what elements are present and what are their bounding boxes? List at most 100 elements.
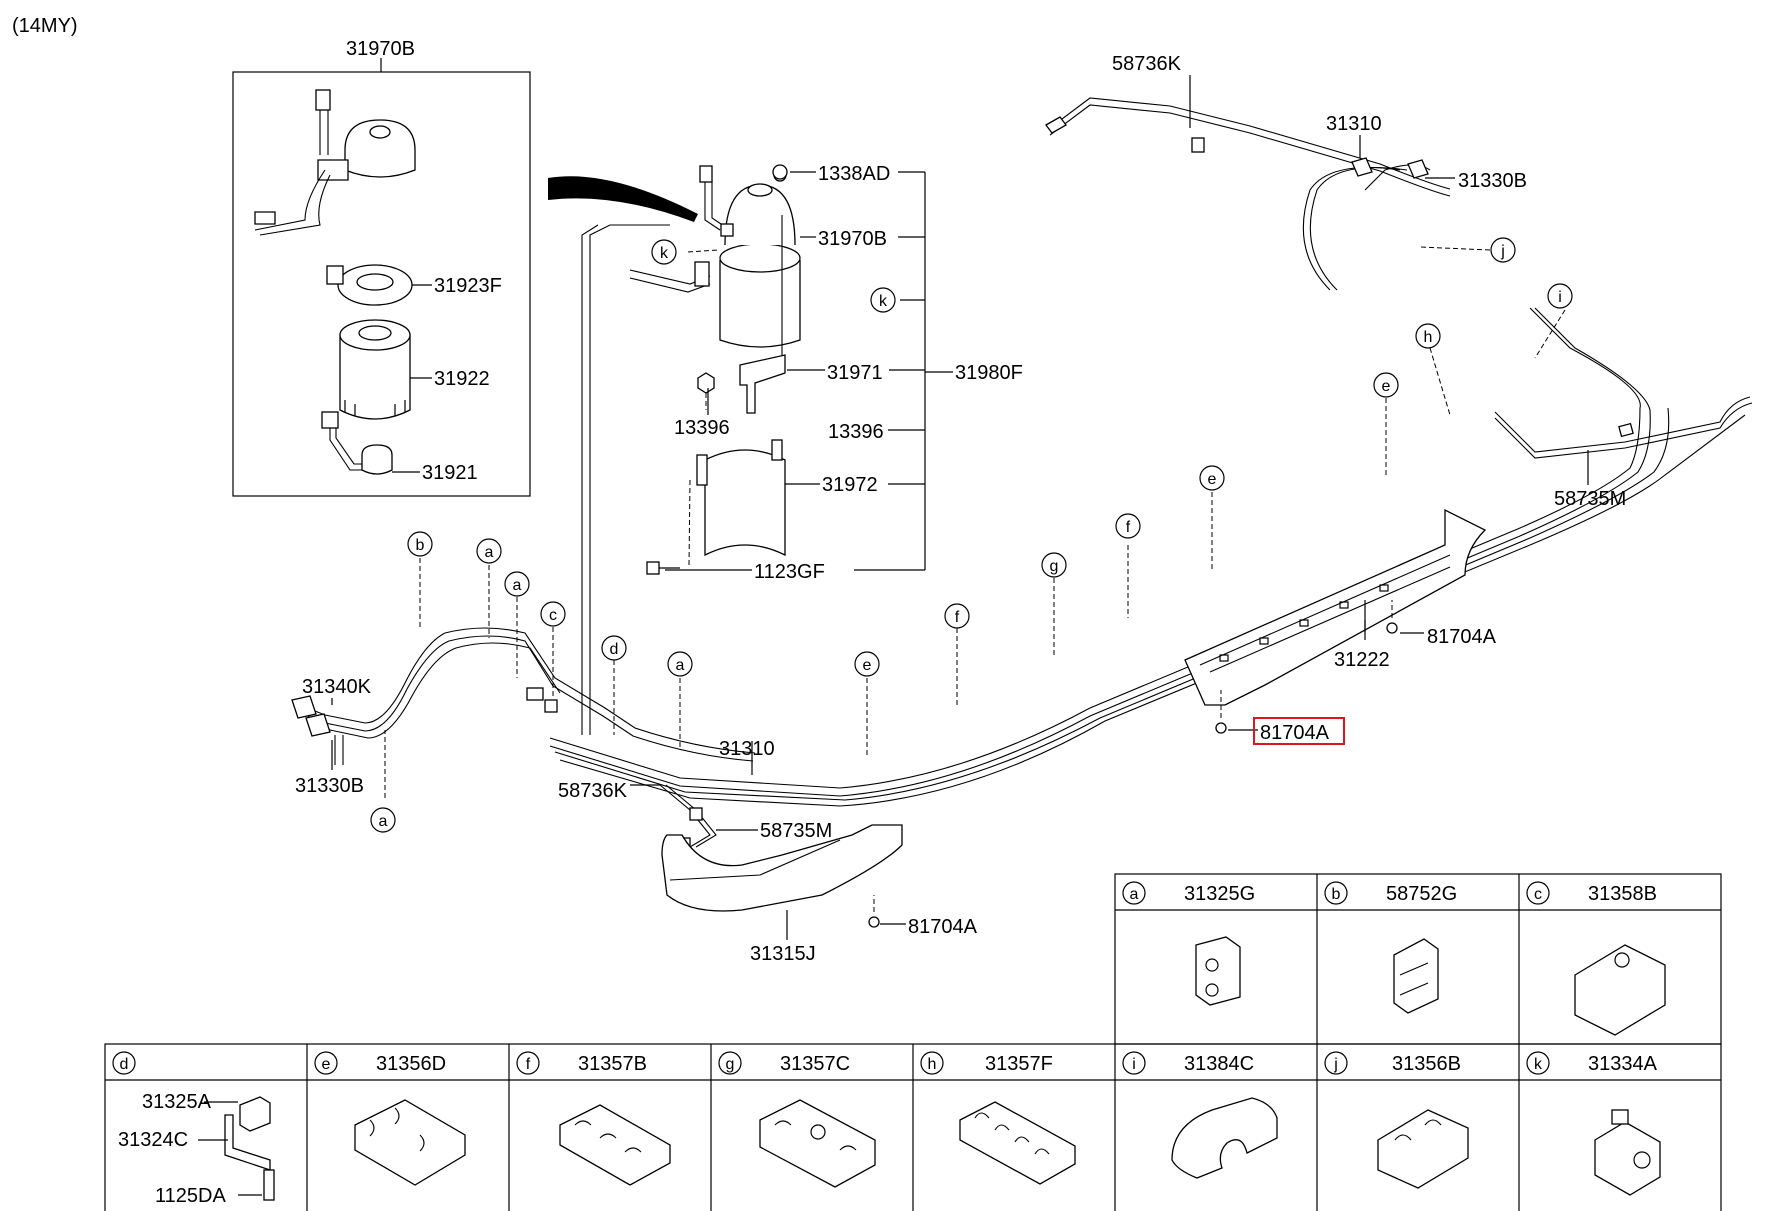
legend-cell-h[interactable]: h 31357F bbox=[920, 1051, 1076, 1185]
part-label[interactable]: 31923F bbox=[434, 275, 502, 297]
callout-f[interactable]: f bbox=[944, 603, 970, 629]
svg-text:g: g bbox=[726, 1056, 735, 1073]
callout-h[interactable]: h bbox=[1415, 323, 1441, 349]
legend-cell-g[interactable]: g 31357C bbox=[718, 1051, 876, 1188]
part-label[interactable]: 31970B bbox=[818, 228, 887, 250]
filter-bracket-part[interactable] bbox=[739, 215, 786, 414]
svg-text:k: k bbox=[660, 245, 669, 262]
part-label[interactable]: 58735M bbox=[760, 820, 832, 842]
callout-j[interactable]: j bbox=[1490, 237, 1516, 263]
legend-cell-j[interactable]: j 31356B bbox=[1324, 1051, 1469, 1189]
part-label[interactable]: 31222 bbox=[1334, 649, 1390, 671]
legend-part-number: 31357C bbox=[780, 1053, 850, 1075]
callout-d[interactable]: d bbox=[601, 635, 627, 661]
legend-part-number: 31357B bbox=[578, 1053, 647, 1075]
callout-k[interactable]: k bbox=[870, 287, 896, 313]
callout-k[interactable]: k bbox=[651, 239, 677, 265]
svg-text:c: c bbox=[1534, 886, 1542, 903]
fuel-line-assembly[interactable] bbox=[291, 97, 1753, 849]
part-label[interactable]: 31970B bbox=[346, 38, 415, 60]
part-label[interactable]: 31340K bbox=[302, 676, 372, 698]
callout-b[interactable]: b bbox=[407, 531, 433, 557]
legend-cell-f[interactable]: f 31357B bbox=[516, 1051, 671, 1186]
part-label[interactable]: 1123GF bbox=[754, 561, 825, 583]
filter-assembly-inset bbox=[232, 58, 531, 497]
part-label[interactable]: 31972 bbox=[822, 474, 878, 496]
part-label[interactable]: 31315J bbox=[750, 943, 816, 965]
nut-part[interactable] bbox=[697, 164, 788, 394]
svg-text:i: i bbox=[1132, 1056, 1136, 1073]
part-label[interactable]: 58736K bbox=[558, 780, 628, 802]
assembly-arrow-icon bbox=[548, 176, 698, 222]
legend-part-number: 58752G bbox=[1386, 883, 1457, 905]
svg-text:f: f bbox=[955, 609, 960, 626]
legend-cell-e[interactable]: e 31356D bbox=[314, 1051, 466, 1186]
svg-text:k: k bbox=[879, 293, 888, 310]
filter-head-part[interactable] bbox=[254, 89, 416, 236]
svg-text:c: c bbox=[549, 607, 557, 624]
part-label[interactable]: 1338AD bbox=[818, 163, 890, 185]
svg-text:d: d bbox=[120, 1056, 129, 1073]
svg-text:b: b bbox=[416, 537, 425, 554]
part-label[interactable]: 81704A bbox=[908, 916, 978, 938]
highlight-box bbox=[1253, 717, 1345, 745]
fuel-filter-mounted-part[interactable] bbox=[629, 165, 801, 348]
part-label[interactable]: 31921 bbox=[422, 462, 478, 484]
legend-cell-a[interactable]: a 31325G bbox=[1122, 881, 1255, 1006]
svg-text:e: e bbox=[1208, 471, 1217, 488]
svg-text:a: a bbox=[379, 813, 388, 830]
part-label[interactable]: 31310 bbox=[1326, 113, 1382, 135]
part-label[interactable]: 13396 bbox=[828, 421, 884, 443]
legend-cell-k[interactable]: k 31334A bbox=[1526, 1051, 1661, 1196]
callout-e[interactable]: e bbox=[1373, 372, 1399, 398]
part-label[interactable]: 31330B bbox=[295, 775, 364, 797]
legend-table-bottom bbox=[104, 1043, 1722, 1211]
legend-subpart-label: 1125DA bbox=[155, 1185, 226, 1207]
part-label[interactable]: 31971 bbox=[827, 362, 883, 384]
bolt-part[interactable] bbox=[646, 561, 680, 575]
svg-text:g: g bbox=[1050, 558, 1059, 575]
svg-text:i: i bbox=[1558, 289, 1562, 306]
legend-cell-c[interactable]: c 31358B bbox=[1526, 881, 1666, 1036]
part-label[interactable]: 31980F bbox=[955, 362, 1023, 384]
callout-leaders bbox=[384, 246, 1566, 798]
svg-text:e: e bbox=[863, 657, 872, 674]
legend-subpart-label: 31325A bbox=[142, 1091, 212, 1113]
svg-text:b: b bbox=[1332, 886, 1341, 903]
filter-gasket-part[interactable] bbox=[326, 264, 413, 306]
svg-text:h: h bbox=[1424, 329, 1433, 346]
legend-part-number: 31357F bbox=[985, 1053, 1053, 1075]
legend-cell-d[interactable]: d 31325A 31324C 1125DA bbox=[112, 1051, 275, 1207]
heat-protector-31315j-part[interactable] bbox=[661, 824, 903, 912]
legend-cell-i[interactable]: i 31384C bbox=[1122, 1051, 1278, 1179]
filter-band-clamp-part[interactable] bbox=[696, 439, 786, 557]
legend-cell-b[interactable]: b 58752G bbox=[1324, 881, 1457, 1014]
callout-a[interactable]: a bbox=[667, 651, 693, 677]
callout-e[interactable]: e bbox=[854, 651, 880, 677]
part-label[interactable]: 31310 bbox=[719, 738, 775, 760]
bolt-81704a-part[interactable] bbox=[1215, 622, 1398, 734]
part-label[interactable]: 58736K bbox=[1112, 53, 1182, 75]
callout-c[interactable]: c bbox=[540, 601, 566, 627]
callout-a[interactable]: a bbox=[370, 807, 396, 833]
water-sensor-part[interactable] bbox=[321, 411, 393, 475]
part-label[interactable]: 31922 bbox=[434, 368, 490, 390]
callout-a[interactable]: a bbox=[476, 538, 502, 564]
bolt-81704a-part[interactable] bbox=[868, 916, 880, 928]
part-label[interactable]: 13396 bbox=[674, 417, 730, 439]
svg-text:a: a bbox=[513, 577, 522, 594]
callout-e[interactable]: e bbox=[1199, 465, 1225, 491]
filter-cartridge-part[interactable] bbox=[339, 319, 411, 420]
part-label[interactable]: 31330B bbox=[1458, 170, 1527, 192]
legend-part-number: 31384C bbox=[1184, 1053, 1254, 1075]
part-label-highlighted[interactable]: 81704A bbox=[1260, 722, 1330, 744]
svg-text:e: e bbox=[1382, 378, 1391, 395]
heat-protector-31222-part[interactable] bbox=[1184, 508, 1487, 706]
part-label[interactable]: 81704A bbox=[1427, 626, 1497, 648]
legend-part-number: 31358B bbox=[1588, 883, 1657, 905]
callout-i[interactable]: i bbox=[1547, 283, 1573, 309]
callout-a[interactable]: a bbox=[504, 571, 530, 597]
callout-f[interactable]: f bbox=[1115, 513, 1141, 539]
callout-g[interactable]: g bbox=[1041, 552, 1067, 578]
part-label[interactable]: 58735M bbox=[1554, 488, 1626, 510]
